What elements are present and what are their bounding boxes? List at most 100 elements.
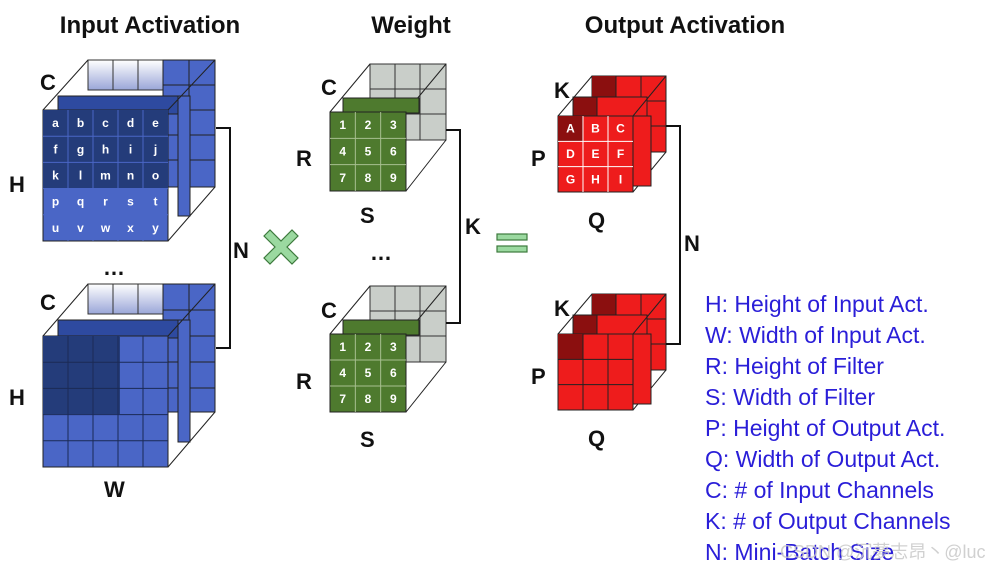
weight-top-c-label: C	[321, 75, 337, 100]
input-cell-label: g	[77, 142, 84, 156]
input-cell-label: h	[102, 142, 109, 156]
weight-cell-label: 8	[365, 392, 372, 406]
weight-top-depth	[329, 63, 447, 192]
weight-top-r-label: R	[296, 146, 312, 171]
weight-bottom-front: 1 2 3 4 5 6 7 8 9	[329, 333, 407, 413]
legend-item-n: N: Mini-Batch Size	[705, 539, 894, 565]
input-bottom-front-face	[42, 335, 169, 468]
input-bottom-middle-layer	[57, 319, 191, 443]
output-cell-label: G	[566, 172, 575, 186]
input-cell-label: r	[103, 195, 108, 209]
input-cell-label: s	[127, 195, 134, 209]
weight-cell-label: 2	[365, 340, 372, 354]
input-activation-title: Input Activation	[60, 12, 240, 39]
input-cell-label: b	[77, 116, 84, 130]
weight-bottom-depth	[329, 285, 447, 413]
input-cell-label: c	[102, 116, 109, 130]
output-bottom-q-label: Q	[588, 426, 605, 451]
legend-item-c: C: # of Input Channels	[705, 477, 934, 503]
weight-stack-bottom: 1 2 3 4 5 6 7 8 9	[329, 285, 447, 413]
input-cell-label: i	[129, 142, 132, 156]
weight-cell-label: 9	[390, 392, 397, 406]
input-cell-label: e	[152, 116, 159, 130]
weight-k-label: K	[465, 214, 481, 239]
weight-ellipsis: …	[370, 240, 392, 265]
input-cell-label: j	[153, 142, 157, 156]
input-activation-stack-bottom	[42, 283, 216, 468]
weight-cell-label: 4	[339, 145, 346, 159]
input-w-label: W	[104, 477, 125, 502]
output-cell-label: I	[619, 172, 622, 186]
weight-cell-label: 7	[339, 171, 346, 185]
output-activation-title: Output Activation	[585, 12, 785, 39]
input-top-h-label: H	[9, 172, 25, 197]
legend: H: Height of Input Act. W: Width of Inpu…	[705, 291, 951, 565]
weight-cell-label: 6	[390, 366, 397, 380]
weight-title: Weight	[371, 12, 451, 39]
output-top-k-label: K	[554, 78, 570, 103]
weight-bottom-r-label: R	[296, 369, 312, 394]
output-n-label: N	[684, 231, 700, 256]
legend-item-s: S: Width of Filter	[705, 384, 875, 410]
input-cell-label: d	[127, 116, 134, 130]
output-top-front: A B C D E F G H I	[557, 115, 634, 193]
output-cell-label: D	[566, 147, 575, 161]
output-cell-label: C	[616, 122, 625, 136]
legend-item-r: R: Height of Filter	[705, 353, 884, 379]
output-top-p-label: P	[531, 146, 546, 171]
input-cell-label: o	[152, 169, 159, 183]
output-cell-label: B	[591, 122, 600, 136]
output-bottom-k-label: K	[554, 296, 570, 321]
weight-cell-label: 3	[390, 340, 397, 354]
input-cell-label: a	[52, 116, 59, 130]
weight-cell-label: 5	[365, 145, 372, 159]
input-cell-label: y	[152, 221, 159, 235]
input-cell-label: k	[52, 169, 59, 183]
legend-item-p: P: Height of Output Act.	[705, 415, 945, 441]
input-n-label: N	[233, 238, 249, 263]
watermark: CSDN @沉夢志昂丶@lucio	[780, 542, 985, 562]
input-top-c-label: C	[40, 70, 56, 95]
output-cell-label: A	[566, 122, 575, 136]
output-stack-top: A B C D E F G H I	[557, 75, 667, 193]
input-bottom-h-label: H	[9, 385, 25, 410]
weight-bottom-c-label: C	[321, 298, 337, 323]
weight-cell-label: 7	[339, 392, 346, 406]
input-cell-label: v	[77, 221, 84, 235]
weight-bottom-s-label: S	[360, 427, 375, 452]
legend-item-h: H: Height of Input Act.	[705, 291, 929, 317]
output-bottom-p-label: P	[531, 364, 546, 389]
legend-item-w: W: Width of Input Act.	[705, 322, 926, 348]
multiply-icon	[263, 229, 299, 265]
output-cell-label: F	[617, 147, 624, 161]
output-top-q-label: Q	[588, 208, 605, 233]
input-cell-label: t	[154, 195, 158, 209]
legend-item-q: Q: Width of Output Act.	[705, 446, 940, 472]
input-cell-label: q	[77, 195, 84, 209]
weight-cell-label: 1	[339, 340, 346, 354]
input-cell-label: l	[79, 169, 82, 183]
input-cell-label: f	[54, 142, 59, 156]
input-back-layer	[87, 59, 216, 188]
output-stack-bottom	[557, 293, 667, 411]
input-bottom-c-label: C	[40, 290, 56, 315]
input-cell-label: m	[100, 169, 111, 183]
weight-cell-label: 9	[390, 171, 397, 185]
input-n-bracket	[216, 127, 231, 349]
input-ellipsis: …	[103, 255, 125, 280]
input-depth-lines	[42, 59, 216, 242]
output-cell-label: H	[591, 172, 600, 186]
weight-cell-label: 2	[365, 118, 372, 132]
output-top-depth	[557, 75, 667, 193]
output-bottom-depth	[557, 293, 667, 411]
output-n-bracket	[666, 125, 681, 345]
weight-cell-label: 6	[390, 145, 397, 159]
weight-cell-label: 4	[339, 366, 346, 380]
input-cell-label: u	[52, 221, 59, 235]
equals-icon	[496, 233, 528, 253]
output-cell-label: E	[591, 147, 599, 161]
weight-cell-label: 5	[365, 366, 372, 380]
